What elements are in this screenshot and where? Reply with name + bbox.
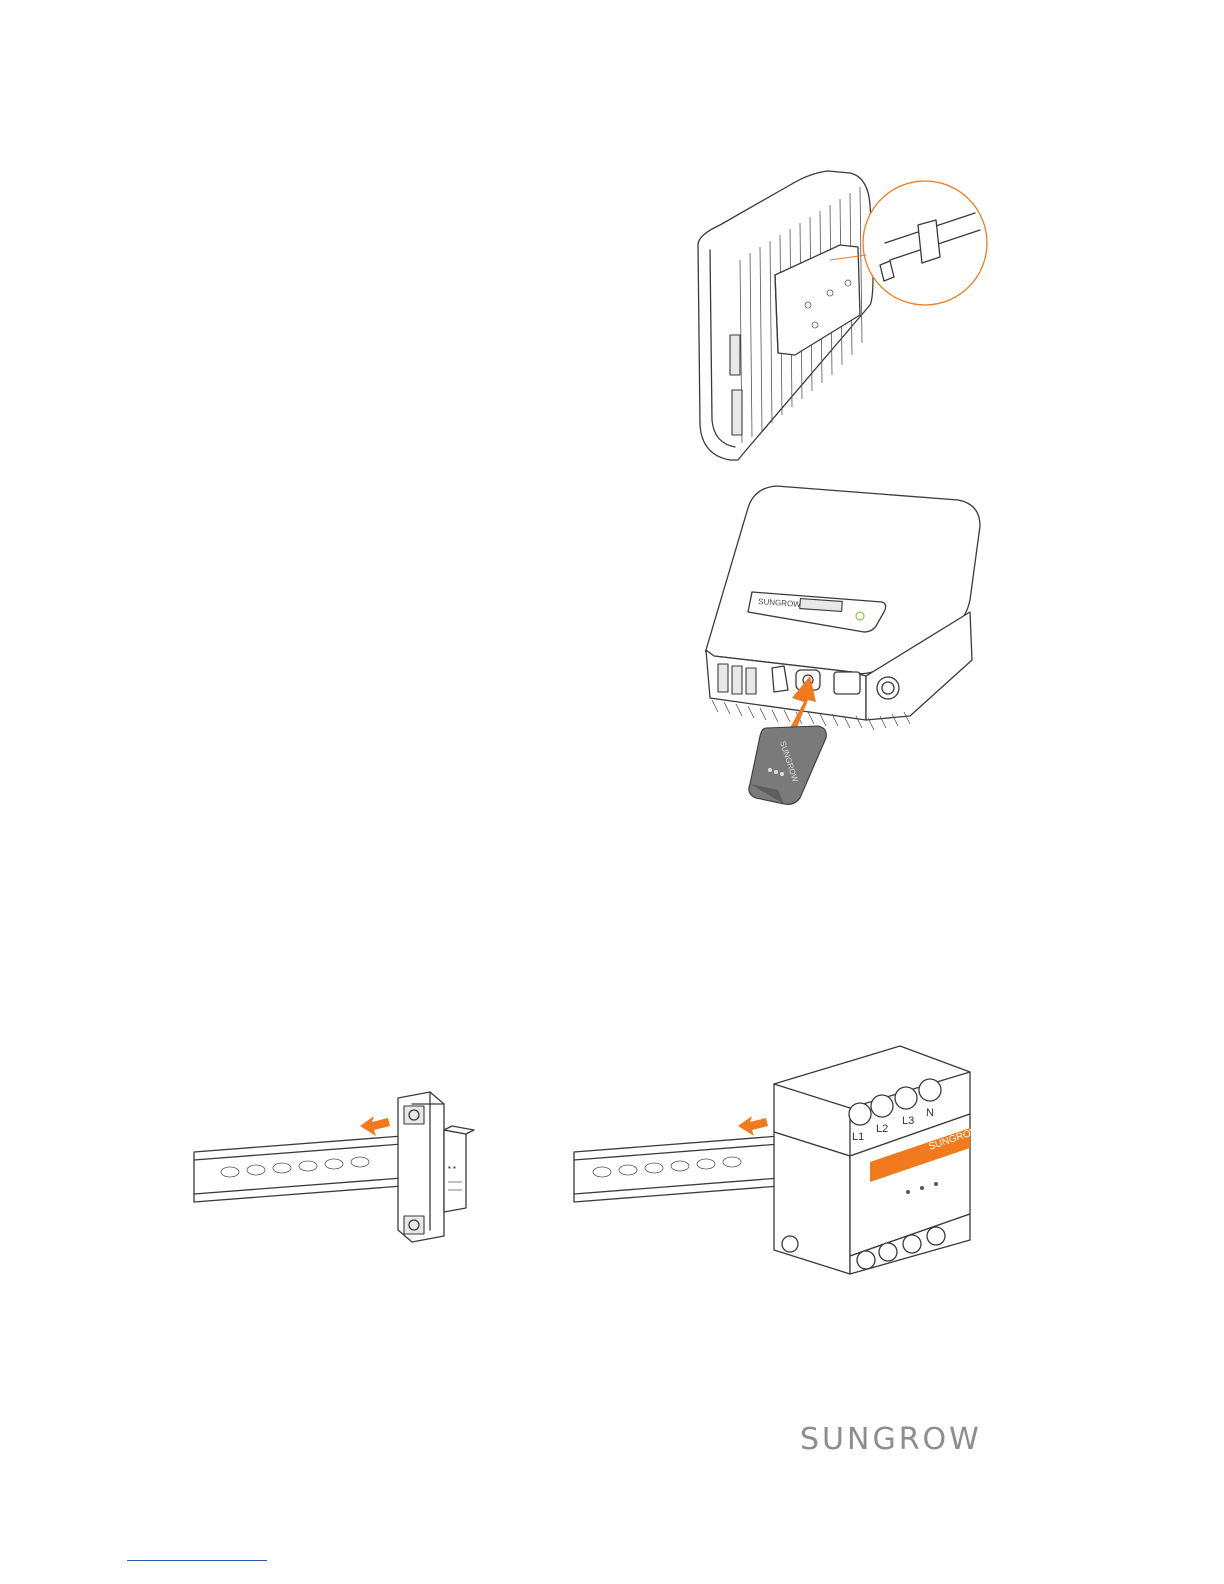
footer-link[interactable]: [127, 1546, 267, 1561]
inverter-rear-bracket-icon: [690, 165, 990, 465]
terminal-label-l2: L2: [876, 1123, 888, 1135]
single-phase-meter-figure: ▪ ▪: [190, 1090, 510, 1250]
terminal-label-l3: L3: [902, 1115, 914, 1127]
terminal-label-n: N: [926, 1107, 934, 1119]
terminal-label-l1: L1: [852, 1131, 864, 1143]
inverter-front-figure: SUNGROW SUNGROW: [688, 480, 988, 805]
inverter-front-wifi-module-icon: SUNGROW SUNGROW: [688, 480, 988, 805]
inverter-rear-figure: [690, 165, 990, 465]
svg-text:▪ ▪: ▪ ▪: [448, 1163, 456, 1172]
sungrow-logo: SUNGROW: [800, 1422, 982, 1457]
din-rail-three-phase-meter-icon: L1 L2 L3 N SUNGROW: [570, 1044, 990, 1279]
din-rail-single-phase-meter-icon: ▪ ▪: [190, 1090, 510, 1250]
three-phase-meter-figure: L1 L2 L3 N SUNGROW: [570, 1044, 990, 1279]
